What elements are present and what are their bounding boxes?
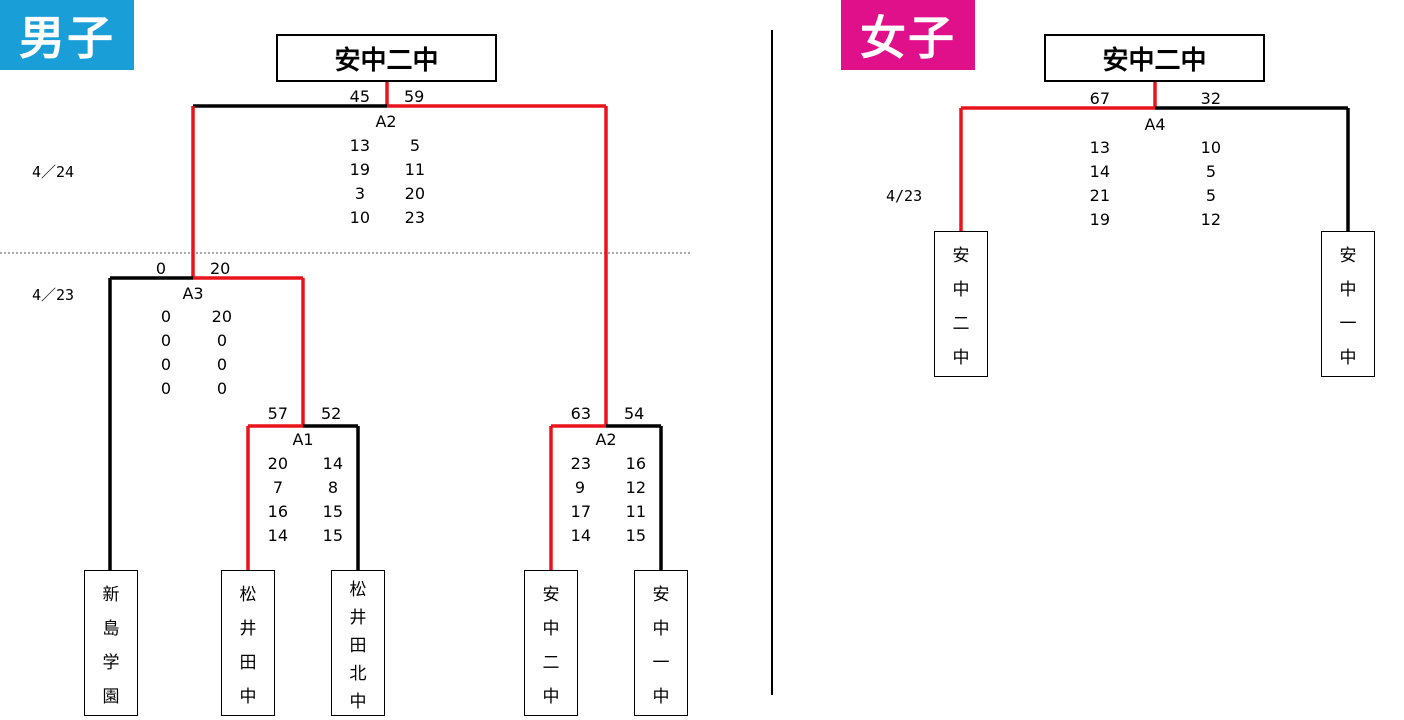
boys-date-first: 4／23 bbox=[32, 286, 75, 304]
team-char: 田 bbox=[239, 652, 257, 673]
team-char: 島 bbox=[102, 618, 120, 639]
team-char: 松 bbox=[239, 584, 257, 605]
girls-final-p1-left: 13 bbox=[1089, 138, 1110, 157]
boys-team-matsuida-kita-chu: 松 井 田 北 中 bbox=[331, 570, 385, 716]
boys-a2-code: A2 bbox=[595, 430, 617, 449]
team-char: 中 bbox=[952, 279, 970, 300]
boys-a2-left-total: 63 bbox=[570, 404, 591, 423]
team-char: 新 bbox=[102, 584, 120, 605]
team-char: 園 bbox=[102, 686, 120, 707]
team-char: 一 bbox=[652, 652, 670, 673]
boys-a2-right-total: 54 bbox=[624, 404, 645, 423]
team-char: 井 bbox=[349, 607, 367, 628]
team-char: 中 bbox=[349, 691, 367, 712]
team-char: 中 bbox=[239, 686, 257, 707]
team-char: 安 bbox=[542, 584, 560, 605]
team-char: 二 bbox=[542, 652, 560, 673]
girls-final-p2-right: 5 bbox=[1205, 162, 1216, 181]
boys-a1-p1-right: 14 bbox=[322, 454, 343, 473]
girls-final-p3-right: 5 bbox=[1205, 186, 1216, 205]
girls-final-code: A4 bbox=[1144, 115, 1166, 134]
team-char: 中 bbox=[652, 618, 670, 639]
boys-a2-p2-left: 9 bbox=[574, 478, 585, 497]
girls-final-right-total: 32 bbox=[1200, 89, 1221, 108]
boys-final-p1-left: 13 bbox=[349, 136, 370, 155]
boys-a3-p2-right: 0 bbox=[216, 331, 227, 350]
boys-a3-p1-left: 0 bbox=[160, 307, 171, 326]
girls-date: 4/23 bbox=[886, 187, 923, 205]
boys-a3-right-total: 20 bbox=[210, 259, 231, 278]
boys-a1-p3-right: 15 bbox=[322, 502, 343, 521]
team-char: 中 bbox=[652, 686, 670, 707]
boys-date-final: 4／24 bbox=[32, 163, 75, 181]
team-char: 田 bbox=[349, 635, 367, 656]
boys-a2-p3-right: 11 bbox=[625, 502, 646, 521]
boys-a3-p1-right: 20 bbox=[211, 307, 232, 326]
girls-section-label: 女子 bbox=[841, 0, 975, 70]
team-char: 中 bbox=[1339, 279, 1357, 300]
boys-a3-p3-right: 0 bbox=[216, 355, 227, 374]
boys-final-p3-left: 3 bbox=[354, 184, 365, 203]
boys-final-right-total: 59 bbox=[404, 87, 425, 106]
boys-a2-p1-left: 23 bbox=[570, 454, 591, 473]
team-char: 中 bbox=[1339, 347, 1357, 368]
boys-a3-p4-left: 0 bbox=[160, 379, 171, 398]
boys-a1-p3-left: 16 bbox=[267, 502, 288, 521]
boys-a1-code: A1 bbox=[292, 430, 314, 449]
boys-a2-p3-left: 17 bbox=[570, 502, 591, 521]
team-char: 安 bbox=[1339, 245, 1357, 266]
boys-final-p3-right: 20 bbox=[404, 184, 425, 203]
boys-a1-p2-left: 7 bbox=[272, 478, 283, 497]
boys-team-annaka-ni-chu: 安 中 二 中 bbox=[524, 570, 578, 716]
boys-team-shinjima-gakuen: 新 島 学 園 bbox=[84, 570, 138, 716]
boys-a2-p2-right: 12 bbox=[625, 478, 646, 497]
boys-final-p2-left: 19 bbox=[349, 160, 370, 179]
boys-team-annaka-ichi-chu: 安 中 一 中 bbox=[634, 570, 688, 716]
girls-champion-box: 安中二中 bbox=[1044, 34, 1265, 82]
boys-a1-p1-left: 20 bbox=[267, 454, 288, 473]
team-char: 中 bbox=[952, 347, 970, 368]
girls-team-annaka-ni-chu: 安 中 二 中 bbox=[934, 231, 988, 377]
team-char: 井 bbox=[239, 618, 257, 639]
boys-final-p4-left: 10 bbox=[349, 208, 370, 227]
boys-a3-p2-left: 0 bbox=[160, 331, 171, 350]
team-char: 一 bbox=[1339, 313, 1357, 334]
girls-team-annaka-ichi-chu: 安 中 一 中 bbox=[1321, 231, 1375, 377]
team-char: 安 bbox=[652, 584, 670, 605]
boys-a1-p4-left: 14 bbox=[267, 526, 288, 545]
team-char: 二 bbox=[952, 313, 970, 334]
boys-a3-p3-left: 0 bbox=[160, 355, 171, 374]
boys-champion-box: 安中二中 bbox=[276, 34, 497, 82]
boys-a1-p2-right: 8 bbox=[327, 478, 338, 497]
boys-a1-left-total: 57 bbox=[267, 404, 288, 423]
boys-final-p1-right: 5 bbox=[409, 136, 420, 155]
girls-final-p1-right: 10 bbox=[1200, 138, 1221, 157]
girls-final-p2-left: 14 bbox=[1089, 162, 1110, 181]
team-char: 安 bbox=[952, 245, 970, 266]
girls-final-left-total: 67 bbox=[1089, 89, 1110, 108]
boys-a3-p4-right: 0 bbox=[216, 379, 227, 398]
boys-a3-left-total: 0 bbox=[155, 259, 166, 278]
team-char: 北 bbox=[349, 663, 367, 684]
boys-team-matsuida-chu: 松 井 田 中 bbox=[221, 570, 275, 716]
boys-a1-p4-right: 15 bbox=[322, 526, 343, 545]
girls-final-p3-left: 21 bbox=[1089, 186, 1110, 205]
girls-final-p4-right: 12 bbox=[1200, 210, 1221, 229]
team-char: 中 bbox=[542, 686, 560, 707]
team-char: 中 bbox=[542, 618, 560, 639]
girls-final-p4-left: 19 bbox=[1089, 210, 1110, 229]
boys-a2-p4-right: 15 bbox=[625, 526, 646, 545]
boys-a3-code: A3 bbox=[182, 284, 204, 303]
boys-final-p4-right: 23 bbox=[404, 208, 425, 227]
boys-a2-p4-left: 14 bbox=[570, 526, 591, 545]
boys-section-label: 男子 bbox=[0, 0, 134, 70]
boys-a2-p1-right: 16 bbox=[625, 454, 646, 473]
boys-final-p2-right: 11 bbox=[404, 160, 425, 179]
boys-final-left-total: 45 bbox=[349, 87, 370, 106]
boys-a1-right-total: 52 bbox=[321, 404, 342, 423]
team-char: 松 bbox=[349, 579, 367, 600]
boys-final-code: A2 bbox=[375, 112, 397, 131]
team-char: 学 bbox=[102, 652, 120, 673]
